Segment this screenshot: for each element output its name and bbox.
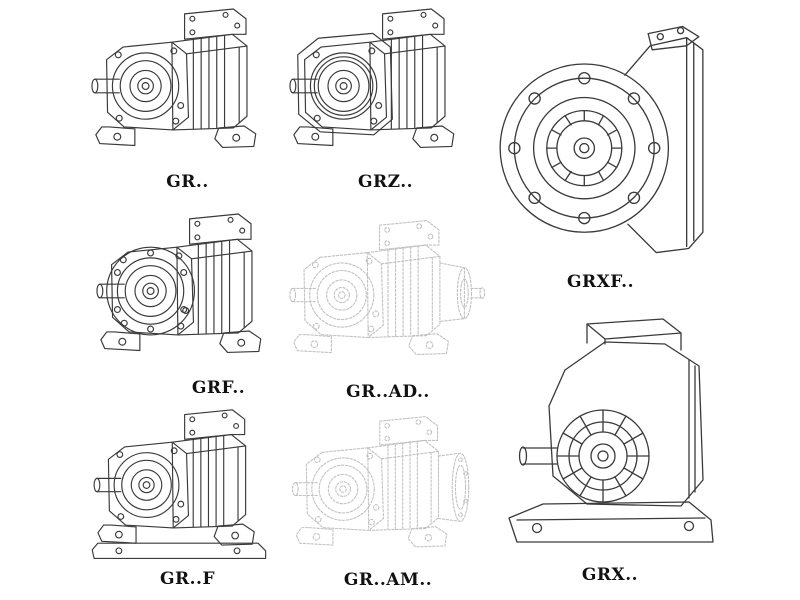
model-label-gr: GR..: [166, 172, 209, 192]
model-label-grf: GRF..: [191, 378, 246, 398]
gr-f-gearbox-drawing: [90, 405, 285, 567]
gr-gearbox-drawing: [91, 8, 257, 149]
grf-gearbox-drawing: [95, 208, 290, 376]
figure-gr-ad: GR..AD..: [288, 212, 488, 412]
model-label-grxf: GRXF..: [566, 272, 635, 292]
model-label-grz: GRZ..: [357, 172, 414, 192]
figure-grx: GRX..: [495, 305, 725, 597]
figure-grf: GRF..: [95, 208, 290, 408]
grxf-gearbox-drawing: [499, 25, 704, 254]
grz-gearbox-drawing: [288, 4, 483, 170]
figure-gr-am: GR..AM..: [288, 412, 488, 598]
model-label-gr-ad: GR..AD..: [346, 382, 430, 402]
model-label-gr-f: GR..F: [159, 569, 216, 589]
grx-gearbox-drawing: [508, 318, 714, 543]
model-label-gr-am: GR..AM..: [343, 570, 433, 590]
gr-ad-gearbox-drawing: [288, 212, 488, 380]
figure-gr-f: GR..F: [90, 405, 285, 597]
gr-am-gearbox-drawing: [288, 412, 488, 568]
figure-grz: GRZ..: [288, 4, 483, 200]
model-label-grx: GRX..: [581, 565, 639, 585]
figure-gr: GR..: [90, 4, 285, 200]
figure-grxf: GRXF..: [488, 4, 713, 304]
